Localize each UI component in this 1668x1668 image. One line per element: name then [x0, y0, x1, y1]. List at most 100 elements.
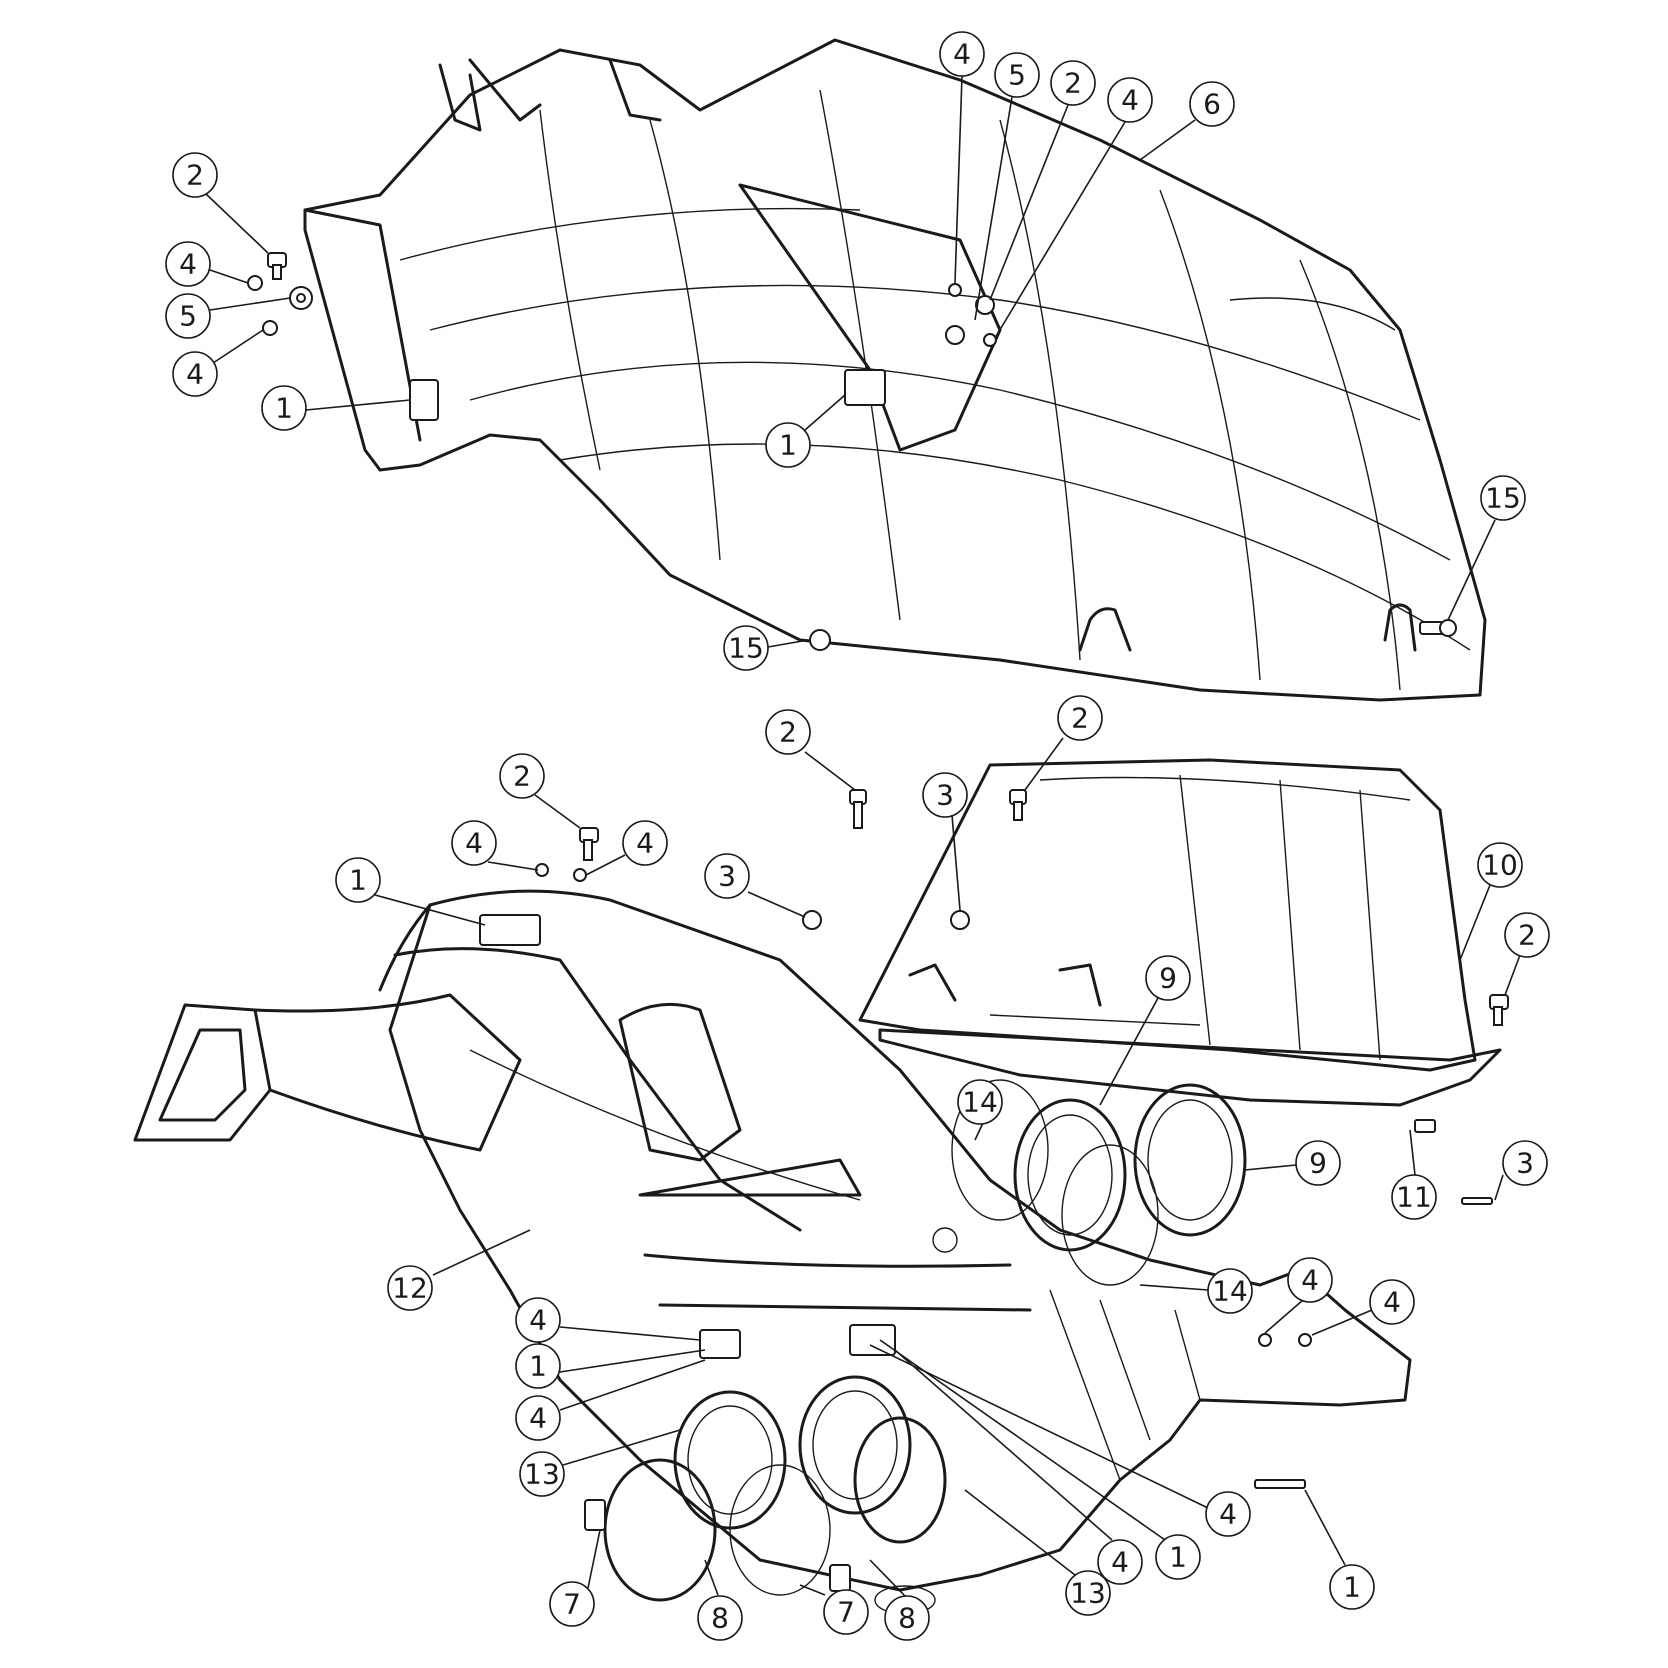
svg-text:8: 8 [898, 1602, 916, 1635]
callout: 14 [957, 1079, 1003, 1141]
svg-text:4: 4 [179, 248, 197, 281]
filter-housing [858, 758, 1502, 1107]
svg-text:4: 4 [465, 827, 483, 860]
svg-text:2: 2 [1518, 919, 1536, 952]
callout: 5 [165, 293, 291, 339]
airbox-cover [303, 38, 1487, 702]
svg-text:3: 3 [936, 779, 954, 812]
callout: 10 [1459, 842, 1523, 961]
svg-text:4: 4 [186, 358, 204, 391]
svg-text:4: 4 [1301, 1264, 1319, 1297]
svg-text:7: 7 [837, 1596, 855, 1629]
callout: 5 [974, 52, 1040, 321]
svg-text:13: 13 [524, 1458, 560, 1491]
svg-text:14: 14 [962, 1086, 998, 1119]
svg-text:15: 15 [1485, 482, 1521, 515]
svg-text:2: 2 [1071, 702, 1089, 735]
svg-text:11: 11 [1396, 1181, 1432, 1214]
svg-text:3: 3 [1516, 1147, 1534, 1180]
intake-snorkel [133, 903, 522, 1152]
callout: 3 [1494, 1140, 1548, 1201]
callout: 15 [723, 625, 809, 671]
callout: 2 [499, 753, 581, 829]
svg-text:4: 4 [1111, 1546, 1129, 1579]
callout: 9 [1099, 955, 1191, 1106]
callout: 2 [1024, 695, 1103, 791]
svg-text:6: 6 [1203, 88, 1221, 121]
lower-hardware [479, 789, 1509, 1489]
svg-text:14: 14 [1212, 1275, 1248, 1308]
callout: 12 [387, 1229, 531, 1311]
lower-rings [584, 1375, 947, 1602]
svg-text:12: 12 [392, 1272, 428, 1305]
svg-text:9: 9 [1309, 1147, 1327, 1180]
callout: 4 [1311, 1279, 1415, 1336]
svg-text:1: 1 [1343, 1571, 1361, 1604]
callout: 1 [515, 1343, 706, 1389]
airbox-base [388, 889, 1412, 1615]
callout: 2 [989, 60, 1096, 301]
callout: 6 [1139, 81, 1235, 161]
svg-text:2: 2 [1064, 67, 1082, 100]
callout: 2 [172, 152, 269, 254]
callout: 4 [165, 241, 249, 287]
callout: 4 [939, 31, 985, 284]
svg-text:4: 4 [529, 1304, 547, 1337]
callout: 1 [879, 1339, 1201, 1580]
callout: 8 [697, 1559, 743, 1641]
callout: 4 [894, 1349, 1143, 1585]
svg-text:4: 4 [953, 38, 971, 71]
svg-text:1: 1 [1169, 1541, 1187, 1574]
svg-text:4: 4 [1121, 84, 1139, 117]
callout: 7 [799, 1584, 869, 1635]
svg-text:4: 4 [1219, 1498, 1237, 1531]
callout: 14 [1139, 1268, 1253, 1314]
callout: 4 [994, 77, 1153, 339]
callout: 4 [515, 1359, 706, 1441]
svg-text:1: 1 [529, 1350, 547, 1383]
callout: 3 [704, 853, 806, 918]
svg-text:2: 2 [779, 716, 797, 749]
callout: 1 [1304, 1489, 1375, 1610]
svg-text:4: 4 [529, 1402, 547, 1435]
callout: 4 [1264, 1257, 1333, 1334]
svg-text:7: 7 [563, 1588, 581, 1621]
callout: 4 [869, 1344, 1251, 1537]
callout: 4 [585, 820, 668, 876]
callout: 1 [765, 394, 846, 468]
svg-text:13: 13 [1070, 1577, 1106, 1610]
svg-text:1: 1 [275, 392, 293, 425]
svg-text:2: 2 [186, 159, 204, 192]
callout: 13 [964, 1489, 1111, 1616]
callout: 4 [172, 329, 264, 397]
callout: 15 [1447, 475, 1526, 621]
svg-text:2: 2 [513, 760, 531, 793]
svg-text:10: 10 [1482, 849, 1518, 882]
svg-text:5: 5 [1008, 59, 1026, 92]
callouts: 4 5 2 4 6 2 4 5 4 1 1 15 15 2 2 3 2 4 4 … [165, 31, 1550, 1641]
callout: 8 [869, 1559, 930, 1641]
upper-hardware [247, 252, 1457, 651]
callout: 7 [549, 1529, 601, 1627]
callout: 13 [519, 1429, 681, 1497]
callout: 4 [515, 1297, 701, 1343]
svg-text:5: 5 [179, 300, 197, 333]
svg-text:4: 4 [1383, 1286, 1401, 1319]
svg-text:9: 9 [1159, 962, 1177, 995]
callout: 1 [335, 857, 486, 926]
callout: 4 [451, 820, 539, 871]
svg-text:8: 8 [711, 1602, 729, 1635]
callout: 11 [1391, 1129, 1437, 1220]
callout: 9 [1244, 1140, 1341, 1186]
filter-rings [951, 1079, 1247, 1286]
svg-text:4: 4 [636, 827, 654, 860]
svg-text:3: 3 [718, 860, 736, 893]
svg-text:15: 15 [728, 632, 764, 665]
callout: 2 [765, 709, 856, 791]
callout: 3 [922, 772, 968, 911]
svg-text:1: 1 [779, 429, 797, 462]
callout: 1 [261, 385, 411, 431]
callout: 2 [1504, 912, 1550, 996]
svg-text:1: 1 [349, 864, 367, 897]
